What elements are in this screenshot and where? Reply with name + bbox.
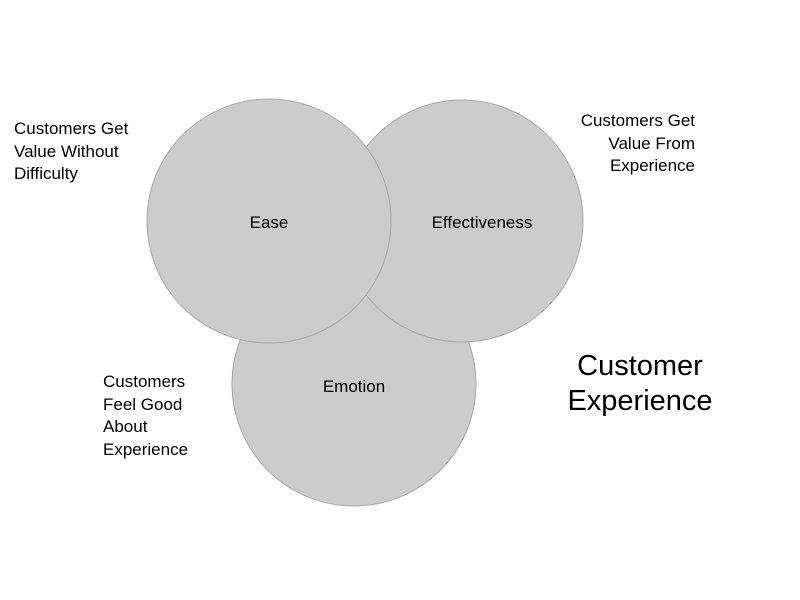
ease-description: Customers Get Value Without Difficulty: [14, 118, 128, 186]
emotion-description-line: Customers: [103, 372, 186, 391]
diagram-title: Customer Experience: [560, 349, 720, 419]
effectiveness-description: Customers Get Value From Experience: [555, 110, 695, 178]
emotion-description-line: Feel Good: [103, 394, 183, 414]
effectiveness-description-line: Customers Get: [580, 111, 695, 130]
ease-label: Ease: [250, 213, 289, 232]
emotion-description-line: About: [103, 417, 148, 436]
effectiveness-description-line: Experience: [609, 156, 695, 175]
effectiveness-label: Effectiveness: [432, 213, 533, 232]
ease-description-line: Difficulty: [14, 164, 78, 183]
emotion-label: Emotion: [323, 377, 385, 396]
effectiveness-description-line: Value From: [608, 133, 695, 153]
ease-circle: [146, 98, 392, 344]
emotion-description-line: Experience: [103, 439, 189, 459]
emotion-description: Customers Feel Good About Experience: [103, 371, 188, 461]
diagram-title-line: Experience: [567, 385, 713, 417]
ease-description-line: Customers Get: [14, 119, 129, 138]
diagram-title-line: Customer: [577, 350, 703, 382]
ease-description-line: Value Without: [14, 141, 119, 161]
